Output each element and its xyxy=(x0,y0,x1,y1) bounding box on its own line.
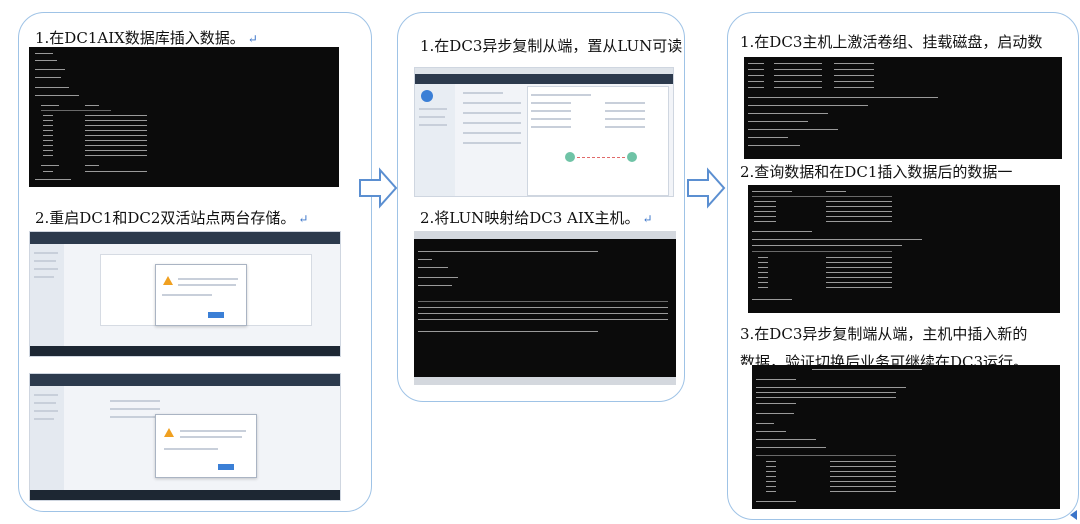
vg-activate-terminal-screenshot xyxy=(744,57,1062,159)
step-panel-dc3-host: 1.在DC3主机上激活卷组、挂载磁盘，启动数 2.查询数据和在DC1插入数据后的… xyxy=(727,12,1079,520)
step-panel-dc3-storage: 1.在DC3异步复制从端，置从LUN可读 2.将LUN映射给DC3 AIX主机。… xyxy=(397,12,685,402)
panel3-step2-caption: 2.查询数据和在DC1插入数据后的数据一 xyxy=(740,163,1013,181)
aix-db-insert-terminal-screenshot xyxy=(29,47,339,187)
panel2-step2-caption: 2.将LUN映射给DC3 AIX主机。↵ xyxy=(420,209,653,227)
flow-arrow-right-icon xyxy=(687,167,726,209)
dc3-insert-terminal-screenshot xyxy=(752,365,1060,509)
lun-mapping-terminal-screenshot xyxy=(414,231,676,385)
panel3-step1-caption: 1.在DC3主机上激活卷组、挂载磁盘，启动数 xyxy=(740,33,1043,51)
flow-arrow-right-icon xyxy=(359,167,398,209)
lun-readable-screenshot xyxy=(414,67,674,197)
panel2-step1-caption: 1.在DC3异步复制从端，置从LUN可读 xyxy=(420,37,683,55)
panel1-step1-caption: 1.在DC1AIX数据库插入数据。↵ xyxy=(35,29,258,47)
panel3-step3-caption-line1: 3.在DC3异步复制端从端，主机中插入新的 xyxy=(740,325,1028,343)
panel1-step2-caption: 2.重启DC1和DC2双活站点两台存储。↵ xyxy=(35,209,309,227)
warning-icon xyxy=(163,276,173,285)
storage-restart-screenshot-b xyxy=(29,373,341,501)
data-query-terminal-screenshot xyxy=(748,185,1060,313)
step-panel-dc1: 1.在DC1AIX数据库插入数据。↵ 2.重启DC1和DC2双活站点两台存储。↵ xyxy=(18,12,372,512)
corner-marker-icon xyxy=(1070,510,1077,520)
panel3-step3-caption-line2: 数据，验证切换后业务可继续在DC3运行。 xyxy=(740,353,1029,365)
storage-restart-screenshot-a xyxy=(29,231,341,357)
warning-icon xyxy=(164,428,174,437)
